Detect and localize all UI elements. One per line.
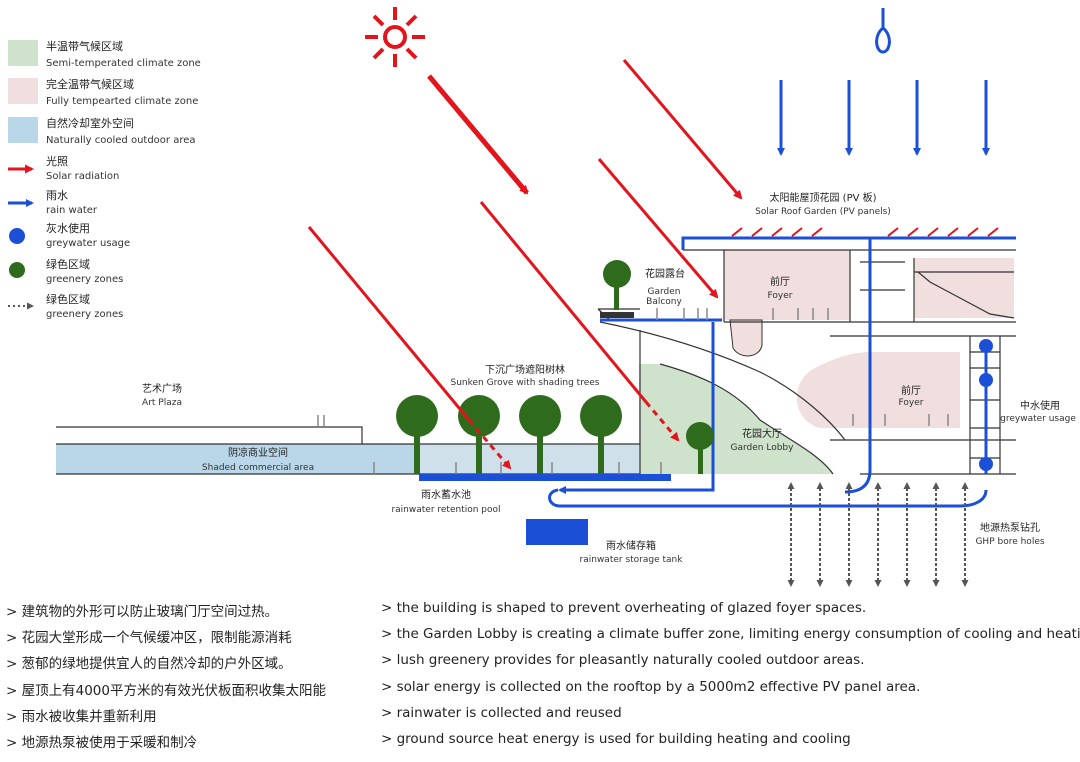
legend-label-en: Fully tempearted climate zone xyxy=(46,96,198,107)
retention-pool-label: 雨水蓄水池 xyxy=(421,488,471,501)
foyer-lower-label-en: Foyer xyxy=(899,398,924,408)
note-row: > 雨水被收集并重新利用 > rainwater is collected an… xyxy=(0,705,1080,731)
foyer-upper-label-en: Foyer xyxy=(768,291,793,301)
legend-label-en: rain water xyxy=(46,205,98,216)
note-row: > 屋顶上有4000平方米的有效光伏板面积收集太阳能 > solar energ… xyxy=(0,679,1080,705)
note-row: > 建筑物的外形可以防止玻璃门厅空间过热。 > the building is … xyxy=(0,600,1080,626)
pv-panels xyxy=(731,227,999,237)
legend-label: 完全温带气候区域 xyxy=(46,77,134,91)
note-en: > lush greenery provides for pleasantly … xyxy=(381,652,865,668)
legend-label-en: Naturally cooled outdoor area xyxy=(46,135,196,146)
legend-swatch-cool xyxy=(8,117,38,143)
garden-lobby-zone xyxy=(639,364,833,474)
art-plaza-label: 艺术广场 xyxy=(142,382,182,395)
sun-icon xyxy=(365,7,425,67)
sunken-grove-zone xyxy=(419,444,639,474)
foyer-lower-label: 前厅 xyxy=(901,384,921,397)
legend-label-en: greenery zones xyxy=(46,274,123,285)
sustainability-section-diagram: 半温带气候区域 Semi-temperated climate zone 完全温… xyxy=(8,7,1076,587)
garden-balcony-label-en2: Balcony xyxy=(646,297,682,307)
legend: 半温带气候区域 Semi-temperated climate zone 完全温… xyxy=(8,39,201,320)
legend-label: 雨水 xyxy=(46,189,68,202)
legend-label-en: Solar radiation xyxy=(46,171,119,182)
note-cn: > 花园大堂形成一个气候缓冲区，限制能源消耗 xyxy=(6,630,292,646)
legend-label: 灰水使用 xyxy=(46,221,90,235)
foyer-upper-zone xyxy=(724,250,850,320)
garden-lobby-label-en: Garden Lobby xyxy=(731,443,795,453)
ghp-arrows xyxy=(787,482,969,587)
hall-zone xyxy=(914,258,1014,318)
note-row: > 葱郁的绿地提供宜人的自然冷却的户外区域。 > lush greenery p… xyxy=(0,652,1080,678)
note-en: > ground source heat energy is used for … xyxy=(381,731,851,747)
note-row: > 地源热泵被使用于采暖和制冷 > ground source heat ene… xyxy=(0,731,1080,757)
legend-label: 绿色区域 xyxy=(46,292,90,306)
garden-lobby-label: 花园大厅 xyxy=(742,427,782,440)
note-en: > solar energy is collected on the rooft… xyxy=(381,679,921,695)
solar-roof-label: 太阳能屋顶花园 (PV 板) xyxy=(769,191,876,204)
note-cn: > 葱郁的绿地提供宜人的自然冷却的户外区域。 xyxy=(6,656,292,672)
note-en: > the building is shaped to prevent over… xyxy=(381,600,867,616)
tree-icon xyxy=(580,395,622,474)
tree-icon xyxy=(396,395,438,474)
ghp-label-en: GHP bore holes xyxy=(975,537,1044,547)
rain-arrows xyxy=(777,80,990,156)
greywater-label-en: greywater usage xyxy=(1000,414,1076,424)
note-en: > the Garden Lobby is creating a climate… xyxy=(381,626,1080,642)
tree-icon xyxy=(603,260,631,310)
raindrop-icon xyxy=(875,8,891,54)
legend-label-en: greenery zones xyxy=(46,309,123,320)
trees xyxy=(396,260,714,474)
planter xyxy=(600,312,634,318)
foyer-balcony xyxy=(729,319,763,357)
tree-icon xyxy=(519,395,561,474)
sunken-grove-label-en: Sunken Grove with shading trees xyxy=(451,378,600,388)
legend-swatch-full xyxy=(8,78,38,104)
note-cn: > 屋顶上有4000平方米的有效光伏板面积收集太阳能 xyxy=(6,683,326,699)
ghp-label: 地源热泵钻孔 xyxy=(980,521,1040,534)
note-cn: > 地源热泵被使用于采暖和制冷 xyxy=(6,735,198,751)
rainwater-pipes xyxy=(548,238,988,508)
foyer-lower-zone xyxy=(796,352,960,428)
storage-tank-label-en: rainwater storage tank xyxy=(580,555,684,565)
legend-label: 自然冷却室外空间 xyxy=(46,116,134,130)
solar-roof-label-en: Solar Roof Garden (PV panels) xyxy=(755,207,891,217)
solar-arrows xyxy=(307,59,743,470)
shaded-commercial-zone xyxy=(56,444,419,474)
tree-icon xyxy=(458,395,500,474)
note-cn: > 雨水被收集并重新利用 xyxy=(6,709,157,725)
legend-label: 绿色区域 xyxy=(46,257,90,271)
green-dot-icon xyxy=(9,262,25,278)
garden-balcony-label: 花园露台 xyxy=(645,267,685,280)
tree-icon xyxy=(686,422,714,474)
note-cn: > 建筑物的外形可以防止玻璃门厅空间过热。 xyxy=(6,604,279,620)
legend-label: 半温带气候区域 xyxy=(46,39,123,53)
legend-label: 光照 xyxy=(46,154,68,168)
art-plaza-label-en: Art Plaza xyxy=(142,398,182,408)
legend-label-en: Semi-temperated climate zone xyxy=(46,58,201,69)
legend-label-en: greywater usage xyxy=(46,238,130,249)
roof-rainwater-line xyxy=(681,236,1016,250)
garden-balcony-label-en: Garden xyxy=(648,287,681,297)
blue-dot-icon xyxy=(9,228,25,244)
note-row: > 花园大堂形成一个气候缓冲区，限制能源消耗 > the Garden Lobb… xyxy=(0,626,1080,652)
people-figures xyxy=(317,308,949,474)
greywater-dots xyxy=(979,339,993,471)
greywater-label: 中水使用 xyxy=(1020,399,1060,412)
shaded-commercial-label: 阴凉商业空间 xyxy=(228,446,288,459)
storage-tank xyxy=(526,519,588,545)
retention-pool xyxy=(419,474,671,481)
note-en: > rainwater is collected and reused xyxy=(381,705,622,721)
storage-tank-label: 雨水储存箱 xyxy=(606,539,656,552)
legend-swatch-semi xyxy=(8,40,38,66)
shaded-commercial-label-en: Shaded commercial area xyxy=(202,463,314,473)
sunken-grove-label: 下沉广场遮阳树林 xyxy=(485,363,565,376)
foyer-upper-label: 前厅 xyxy=(770,275,790,288)
retention-pool-label-en: rainwater retention pool xyxy=(391,505,500,515)
